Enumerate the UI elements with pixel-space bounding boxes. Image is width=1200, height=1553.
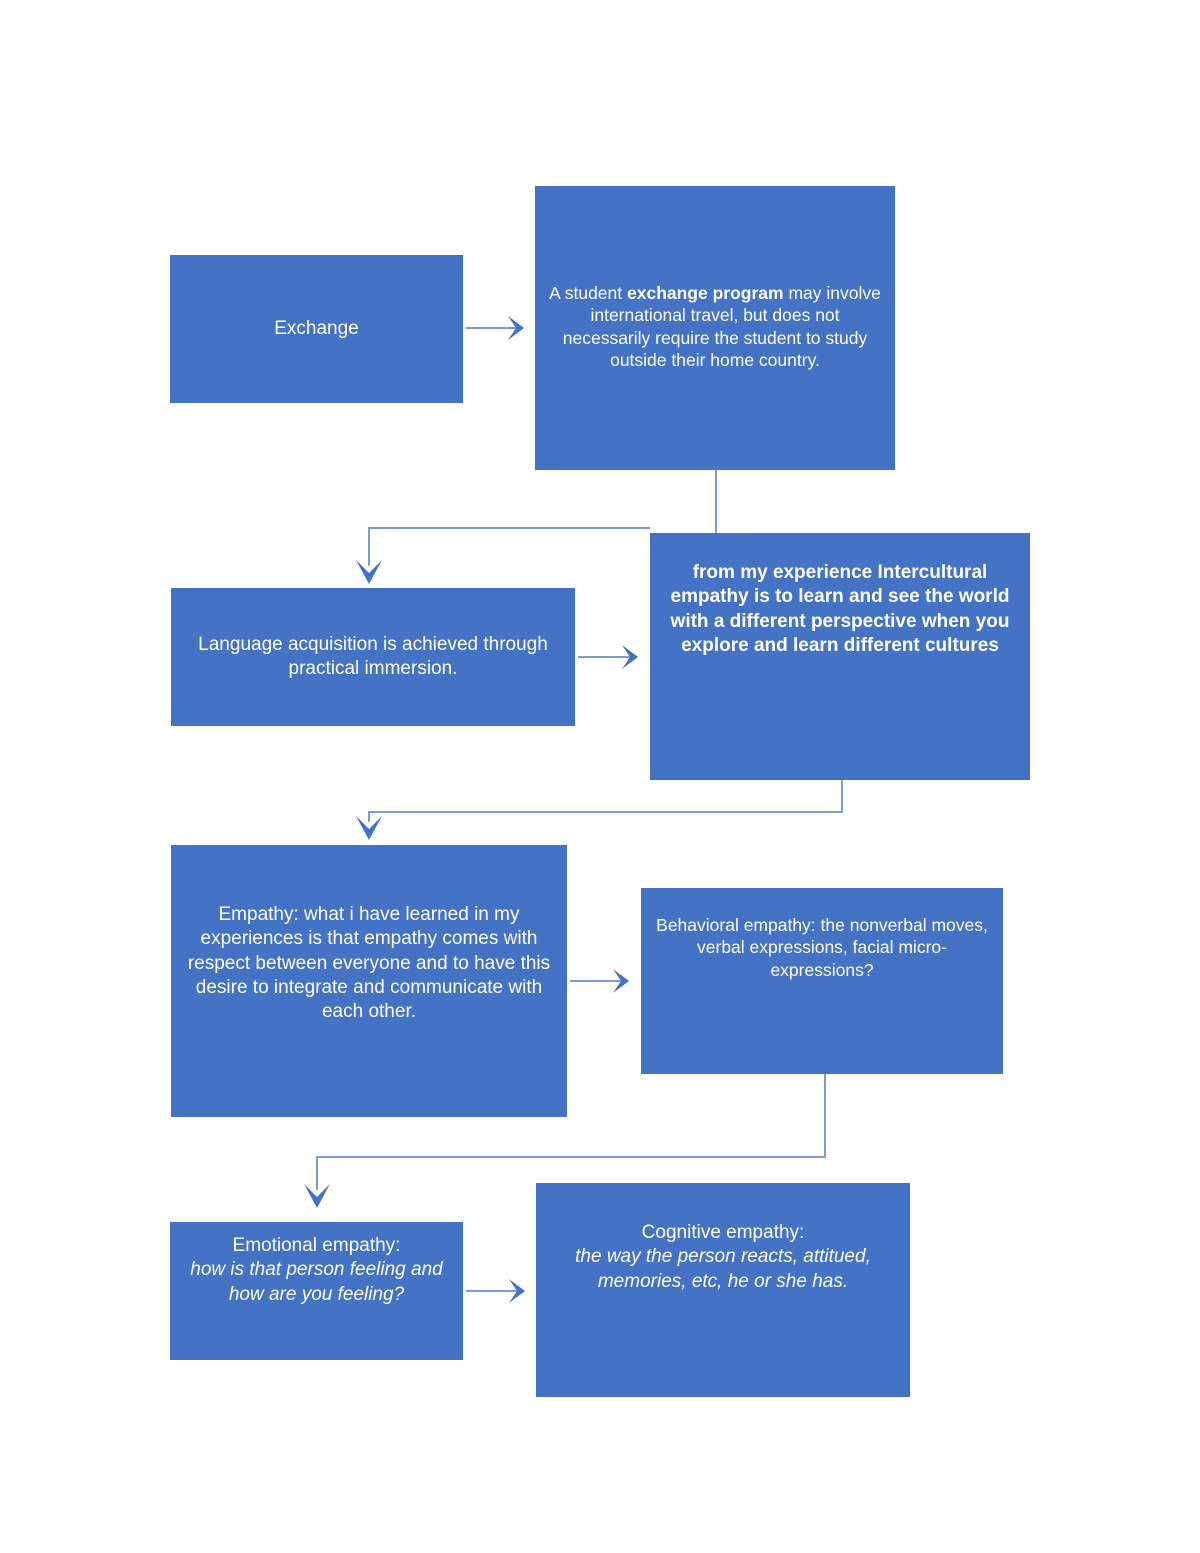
node-emotional-empathy-body: how is that person feeling and how are y… [190,1259,443,1305]
node-emotional-empathy-heading: Emotional empathy: [232,1235,401,1256]
connector-exchange-to-program [466,316,524,340]
node-intercultural-empathy[interactable]: from my experience Intercultural empathy… [650,533,1030,780]
node-exchange-label: Exchange [274,317,359,339]
connector-empathy-to-behavioral [570,969,629,993]
node-exchange-program-description[interactable]: A student exchange program may involve i… [535,186,895,470]
connector-program-to-language [356,527,650,584]
node-cognitive-empathy[interactable]: Cognitive empathy: the way the person re… [536,1183,910,1397]
connector-intercultural-to-empathy [356,780,843,840]
connector-emotional-to-cognitive [466,1279,525,1303]
node-behavioral-empathy[interactable]: Behavioral empathy: the nonverbal moves,… [641,888,1003,1074]
node-empathy-definition[interactable]: Empathy: what i have learned in my exper… [171,845,567,1117]
node-behavioral-empathy-label: Behavioral empathy: the nonverbal moves,… [656,915,988,980]
node-language-acquisition[interactable]: Language acquisition is achieved through… [171,588,575,726]
node-emotional-empathy[interactable]: Emotional empathy: how is that person fe… [170,1222,463,1360]
node-exchange-program-label: A student exchange program may involve i… [549,283,881,371]
node-exchange[interactable]: Exchange [170,255,463,403]
node-cognitive-empathy-body: the way the person reacts, attitued, mem… [575,1246,871,1292]
connector-language-to-intercultural [578,645,638,669]
node-cognitive-empathy-heading: Cognitive empathy: [641,1222,805,1243]
node-empathy-definition-label: Empathy: what i have learned in my exper… [187,904,551,1023]
node-intercultural-empathy-label: from my experience Intercultural empathy… [670,562,1010,656]
node-language-acquisition-label: Language acquisition is achieved through… [198,633,548,679]
